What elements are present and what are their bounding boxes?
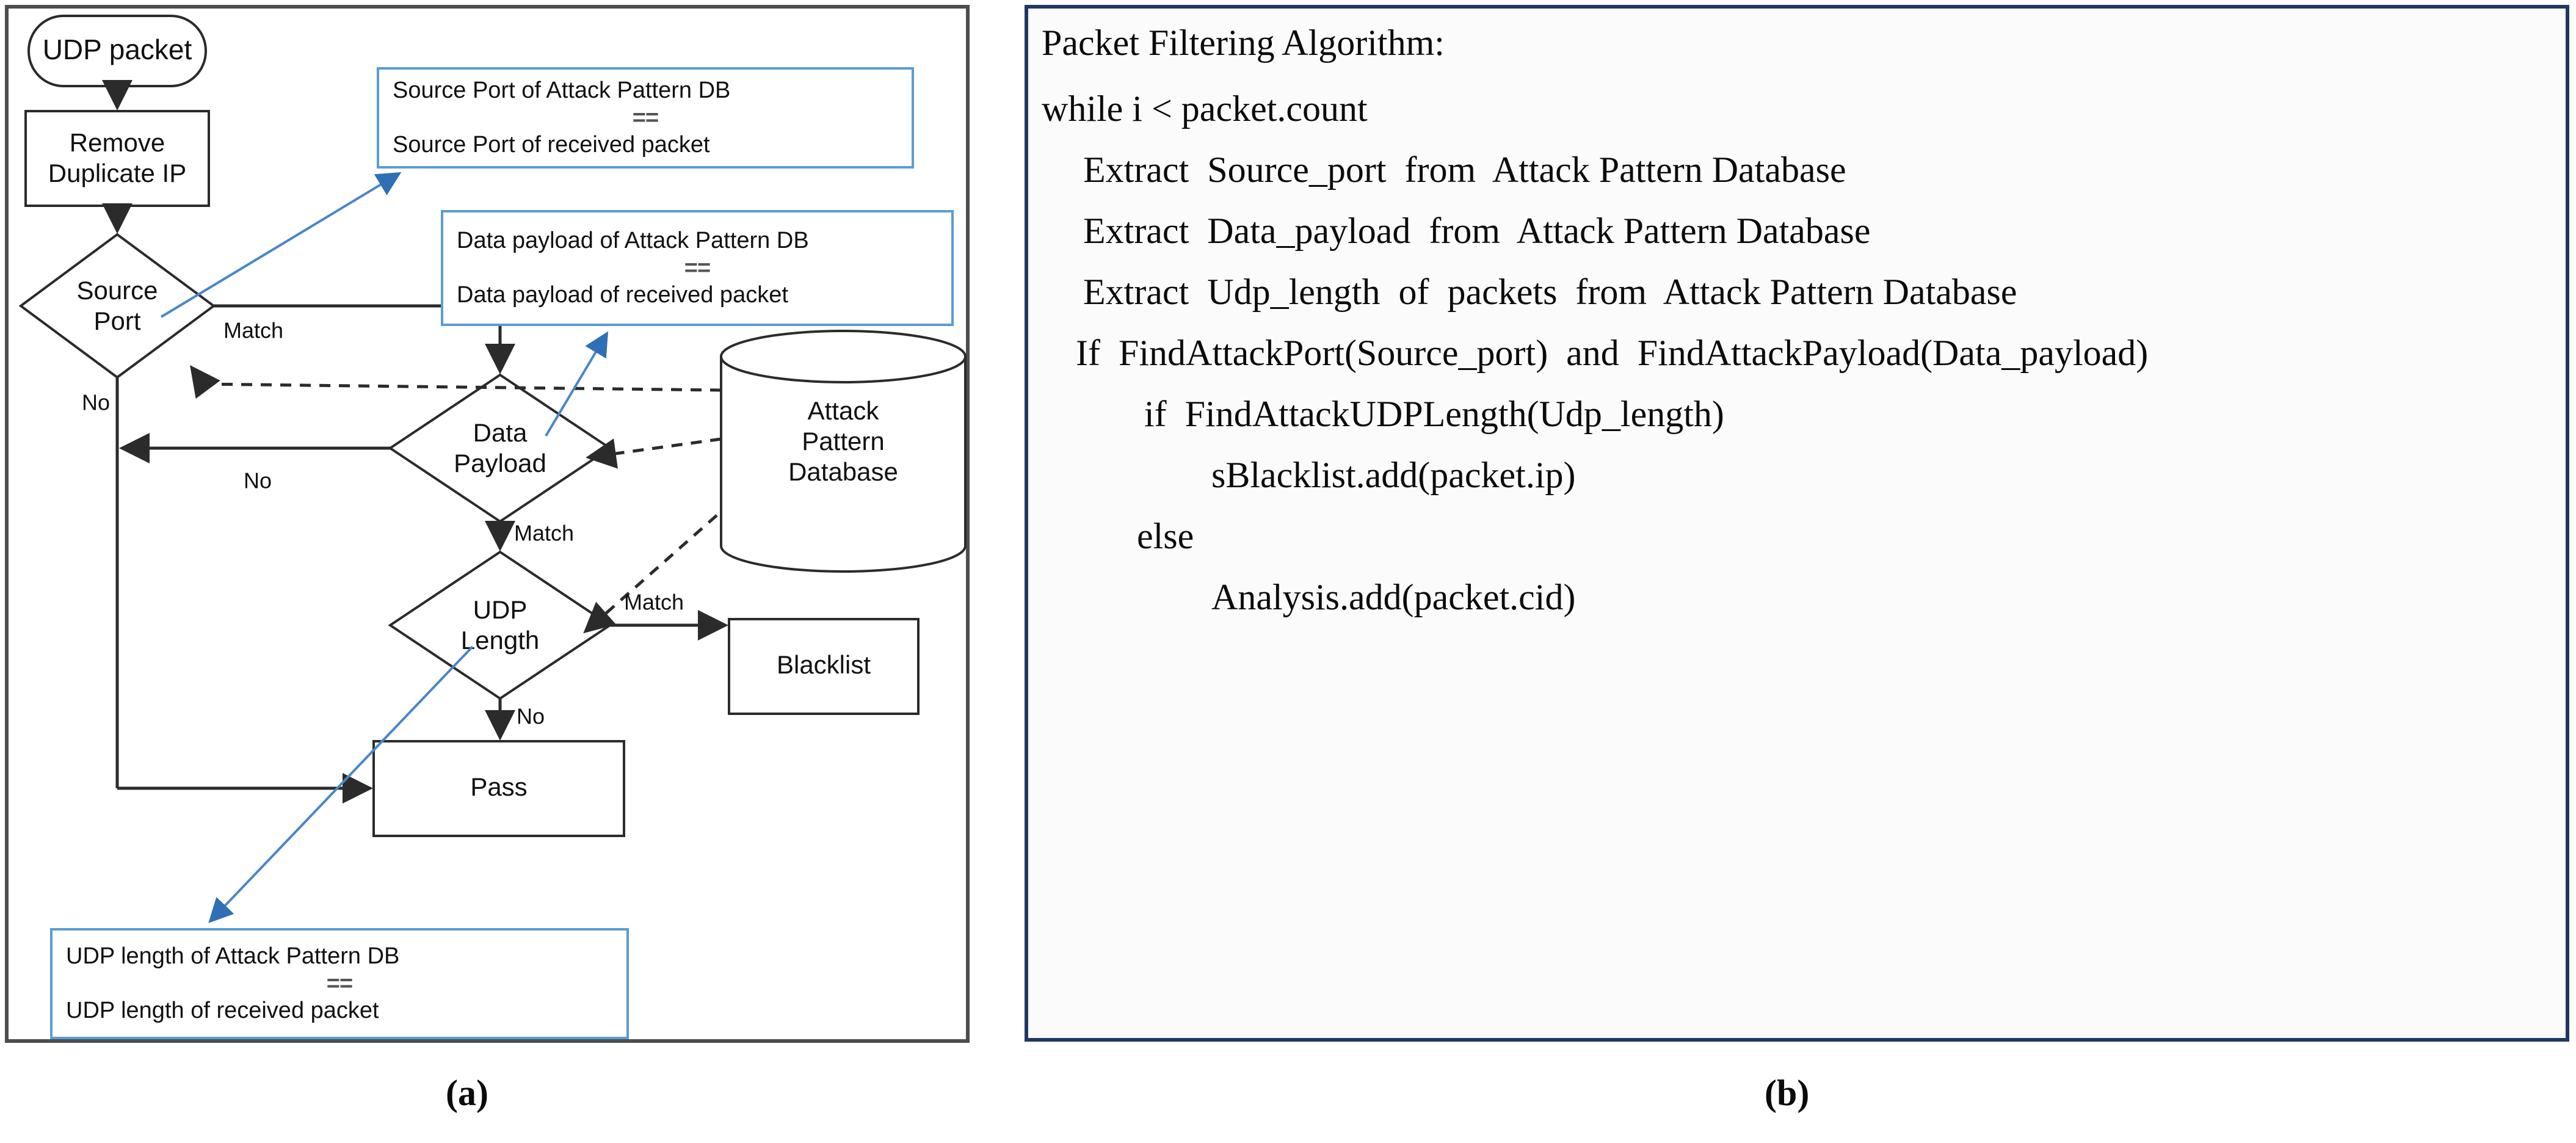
edge-label-udp-length-no: No (517, 704, 545, 729)
algorithm-line-extract-data-payload: Extract Data_payload from Attack Pattern… (1083, 211, 1871, 251)
algorithm-line-sblacklist-add: sBlacklist.add(packet.ip) (1211, 455, 1576, 495)
node-udp-length-label-line2: Length (461, 626, 539, 655)
edge-label-udp-length-match: Match (624, 590, 684, 615)
node-remove-duplicate-ip: Remove Duplicate IP (24, 110, 210, 207)
node-attack-pattern-database-label-line1: Attack (808, 396, 880, 425)
udp-length-callout: UDP length of Attack Pattern DB == UDP l… (50, 928, 629, 1039)
udp-length-callout-line2: UDP length of received packet (66, 998, 379, 1024)
node-udp-packet: UDP packet (27, 15, 207, 87)
edge-label-data-payload-no: No (244, 468, 272, 493)
node-blacklist: Blacklist (728, 618, 920, 715)
algorithm-line-if-findattackport: If FindAttackPort(Source_port) and FindA… (1076, 333, 2149, 373)
algorithm-title: Packet Filtering Algorithm: (1042, 23, 1445, 63)
data-payload-callout-line1: Data payload of Attack Pattern DB (457, 227, 809, 253)
source-port-callout-operator: == (632, 104, 659, 131)
edge-db-to-udplength (583, 514, 718, 634)
database-reference-edges (190, 365, 722, 634)
node-source-port-label-line1: Source (76, 276, 158, 305)
callout-leader-lines (160, 172, 609, 923)
data-payload-callout: Data payload of Attack Pattern DB == Dat… (441, 210, 954, 326)
node-attack-pattern-database: Attack Pattern Database (720, 330, 967, 573)
source-port-callout-line1: Source Port of Attack Pattern DB (393, 77, 731, 103)
source-port-callout: Source Port of Attack Pattern DB == Sour… (377, 67, 914, 169)
node-blacklist-label: Blacklist (777, 650, 871, 679)
algorithm-line-else: else (1137, 516, 1194, 556)
edge-label-source-port-match: Match (223, 318, 283, 343)
node-data-payload-label-line1: Data (473, 418, 528, 447)
edge-db-to-sourceport (190, 365, 722, 399)
source-port-callout-line2: Source Port of received packet (393, 132, 710, 158)
leader-line-source-port (160, 172, 402, 318)
algorithm-line-analysis-add: Analysis.add(packet.cid) (1211, 577, 1576, 617)
node-attack-pattern-database-label-line3: Database (788, 457, 898, 486)
node-udp-length: UDP Length (388, 550, 612, 700)
data-payload-callout-line2: Data payload of received packet (457, 282, 788, 308)
node-udp-packet-label: UDP packet (43, 34, 192, 65)
node-attack-pattern-database-label-line2: Pattern (802, 427, 884, 455)
node-udp-length-label-line1: UDP (473, 595, 528, 624)
node-data-payload: Data Payload (388, 373, 612, 523)
node-remove-duplicate-ip-label-line2: Duplicate IP (48, 159, 186, 187)
edge-db-to-datapayload (586, 437, 722, 469)
algorithm-line-while: while i < packet.count (1042, 89, 1368, 129)
figure-panel-b: Packet Filtering Algorithm: while i < pa… (1025, 5, 2569, 1042)
figure-panel-a: UDP packet Remove Duplicate IP Source Po… (5, 5, 970, 1043)
algorithm-line-if-findattackudplength: if FindAttackUDPLength(Udp_length) (1144, 394, 1724, 434)
flow-edges (102, 80, 728, 804)
caption-panel-a: (a) (446, 1073, 488, 1113)
data-payload-callout-operator: == (684, 255, 711, 281)
leader-line-data-payload (545, 331, 609, 437)
node-pass: Pass (372, 740, 625, 837)
edge-label-source-port-no: No (82, 390, 110, 415)
node-source-port: Source Port (18, 233, 216, 379)
node-data-payload-label-line2: Payload (454, 449, 546, 477)
algorithm-line-extract-udp-length: Extract Udp_length of packets from Attac… (1083, 272, 2017, 312)
node-source-port-label-line2: Port (93, 307, 140, 335)
udp-length-callout-operator: == (326, 970, 353, 996)
leader-line-udp-length (208, 645, 474, 923)
udp-length-callout-line1: UDP length of Attack Pattern DB (66, 943, 400, 969)
edge-label-data-payload-match: Match (514, 521, 574, 546)
node-remove-duplicate-ip-label-line1: Remove (70, 128, 165, 157)
caption-panel-b: (b) (1765, 1073, 1810, 1113)
algorithm-line-extract-source-port: Extract Source_port from Attack Pattern … (1083, 150, 1846, 190)
node-pass-label: Pass (470, 772, 527, 801)
flowchart-canvas: UDP packet Remove Duplicate IP Source Po… (18, 15, 967, 923)
